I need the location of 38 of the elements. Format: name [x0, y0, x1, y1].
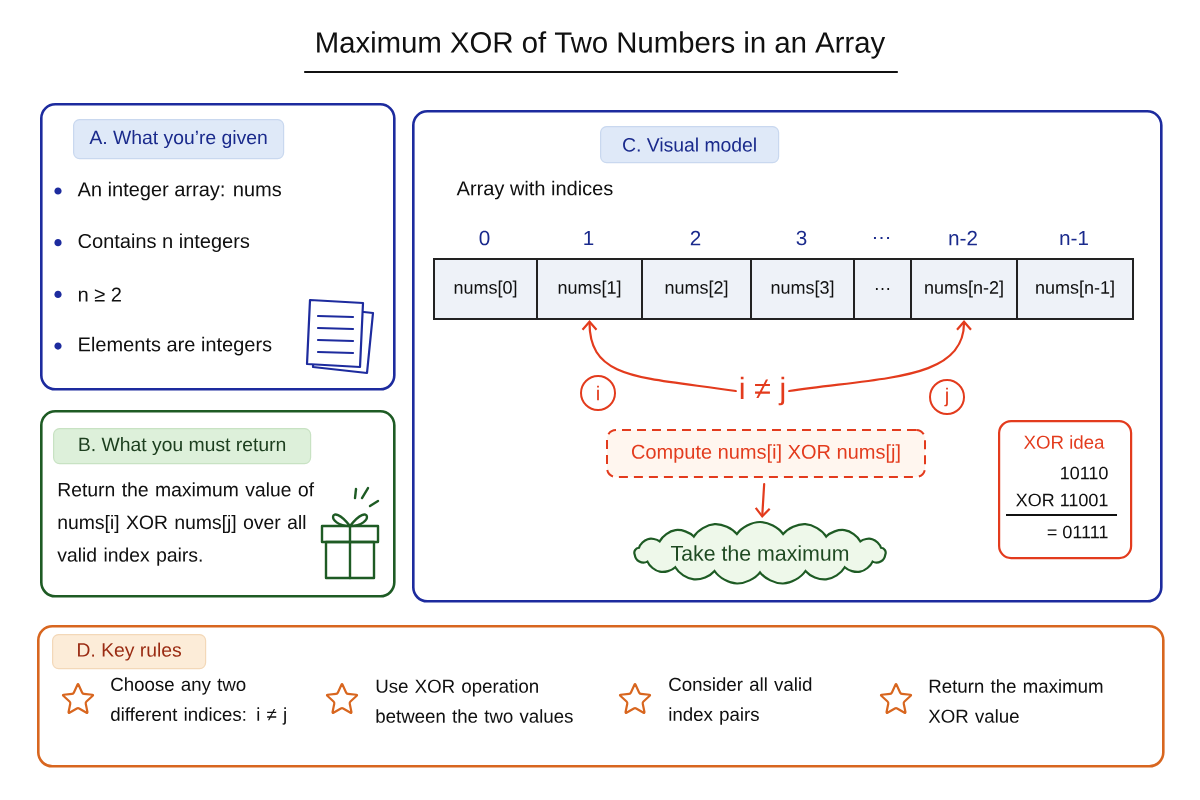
arrow	[754, 482, 771, 518]
index-label: 2	[690, 230, 701, 246]
index-label: 3	[796, 230, 807, 246]
arrow	[581, 320, 737, 393]
condition-text: i ≠ j	[740, 376, 785, 406]
list-item: An integer array: nums	[77, 181, 281, 201]
index-label: n-1	[1060, 230, 1088, 246]
binary-row: 10110	[1061, 466, 1108, 480]
index-label: 0	[479, 230, 490, 246]
binary-row: = 01111	[1047, 525, 1108, 539]
index-label: 1	[584, 230, 594, 246]
rule-text: Return the maximum XOR value	[928, 679, 1103, 723]
binary-row: XOR 11001	[1016, 493, 1108, 507]
list-item: n ≥ 2	[78, 287, 121, 302]
title: Maximum XOR of Two Numbers in an Array	[317, 31, 886, 59]
paragraph: Return the maximum value of nums[i] XOR nums[j] over all valid index pairs.	[57, 482, 315, 566]
arrow	[788, 320, 972, 393]
section-label: A. What you’re given	[73, 119, 285, 160]
array-cell: nums[1]	[536, 258, 643, 320]
box-heading: XOR idea	[1023, 435, 1105, 449]
index-label: …	[874, 236, 890, 240]
array-cell: nums[3]	[750, 258, 855, 320]
array-cell: nums[0]	[433, 258, 538, 320]
section-label: C. Visual model	[600, 126, 780, 164]
subheading: Array with indices	[456, 180, 613, 200]
rule-text: Consider all valid index pairs	[669, 677, 812, 725]
index-label: n-2	[949, 230, 977, 246]
rule-text: Use XOR operation between the two values	[376, 679, 573, 723]
section-label: B. What you must return	[53, 428, 312, 465]
rule-text: Choose any two different indices: i ≠ j	[111, 677, 286, 725]
array-cell: nums[n-2]	[910, 258, 1018, 320]
list-item: Contains n integers	[78, 233, 250, 252]
array-cell: nums[2]	[641, 258, 752, 320]
section-label: D. Key rules	[52, 634, 207, 670]
process-box: Compute nums[i] XOR nums[j]	[606, 429, 926, 478]
array-cell: …	[853, 258, 912, 320]
array-cell: nums[n-1]	[1016, 258, 1134, 320]
list-item: Elements are integers	[79, 336, 272, 356]
